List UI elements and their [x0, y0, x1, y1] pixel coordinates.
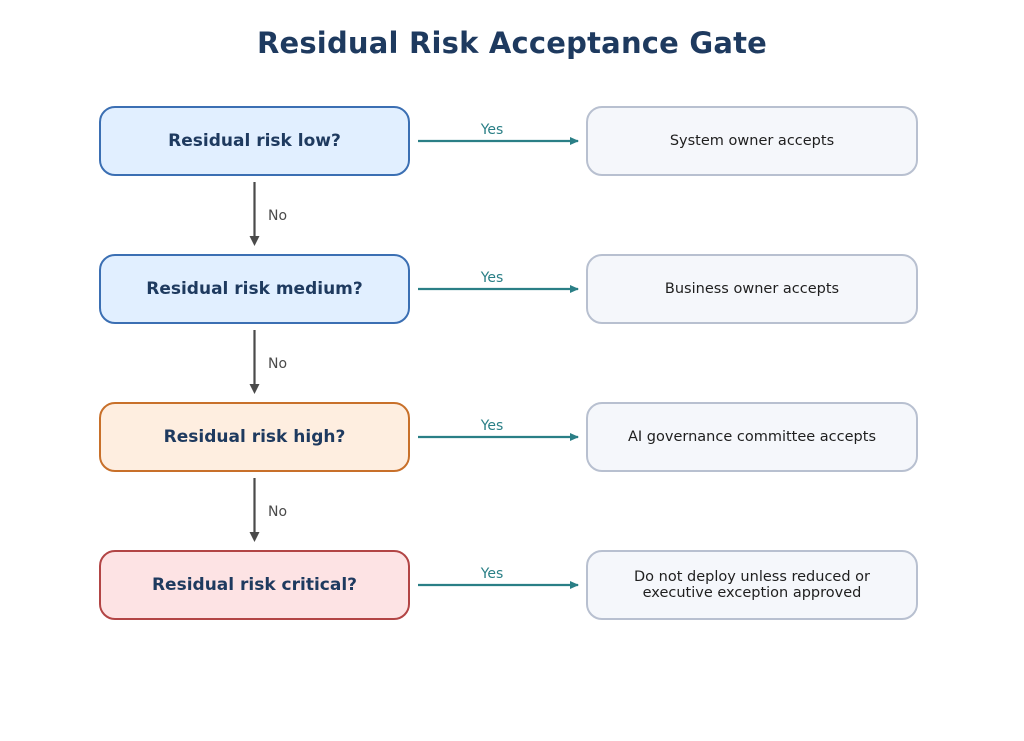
outcome-label: AI governance committee accepts: [628, 429, 876, 445]
decision-risk-high: Residual risk high?: [99, 402, 410, 472]
yes-label-1: Yes: [480, 270, 504, 286]
no-arrow-2-head: [249, 532, 260, 542]
decision-label: Residual risk high?: [163, 427, 346, 447]
diagram-title: Residual Risk Acceptance Gate: [256, 26, 768, 60]
no-arrow-0-head: [249, 236, 260, 246]
no-label-1: No: [268, 356, 288, 372]
decision-risk-critical: Residual risk critical?: [99, 550, 410, 620]
no-label-2: No: [268, 504, 288, 520]
yes-label-0: Yes: [480, 122, 504, 138]
outcome-system-owner: System owner accepts: [586, 106, 918, 176]
decision-label: Residual risk critical?: [151, 575, 358, 595]
decision-risk-medium: Residual risk medium?: [99, 254, 410, 324]
outcome-label: Do not deploy unless reduced or executiv…: [634, 569, 870, 601]
outcome-label: Business owner accepts: [664, 281, 840, 297]
outcome-business-owner: Business owner accepts: [586, 254, 918, 324]
yes-label-3: Yes: [480, 566, 504, 582]
decision-risk-low: Residual risk low?: [99, 106, 410, 176]
yes-label-2: Yes: [480, 418, 504, 434]
outcome-label: System owner accepts: [669, 133, 835, 149]
outcome-ai-governance-committee: AI governance committee accepts: [586, 402, 918, 472]
decision-label: Residual risk medium?: [146, 279, 363, 299]
outcome-do-not-deploy: Do not deploy unless reduced or executiv…: [586, 550, 918, 620]
decision-label: Residual risk low?: [168, 131, 341, 151]
no-label-0: No: [268, 208, 288, 224]
no-arrow-1-head: [249, 384, 260, 394]
